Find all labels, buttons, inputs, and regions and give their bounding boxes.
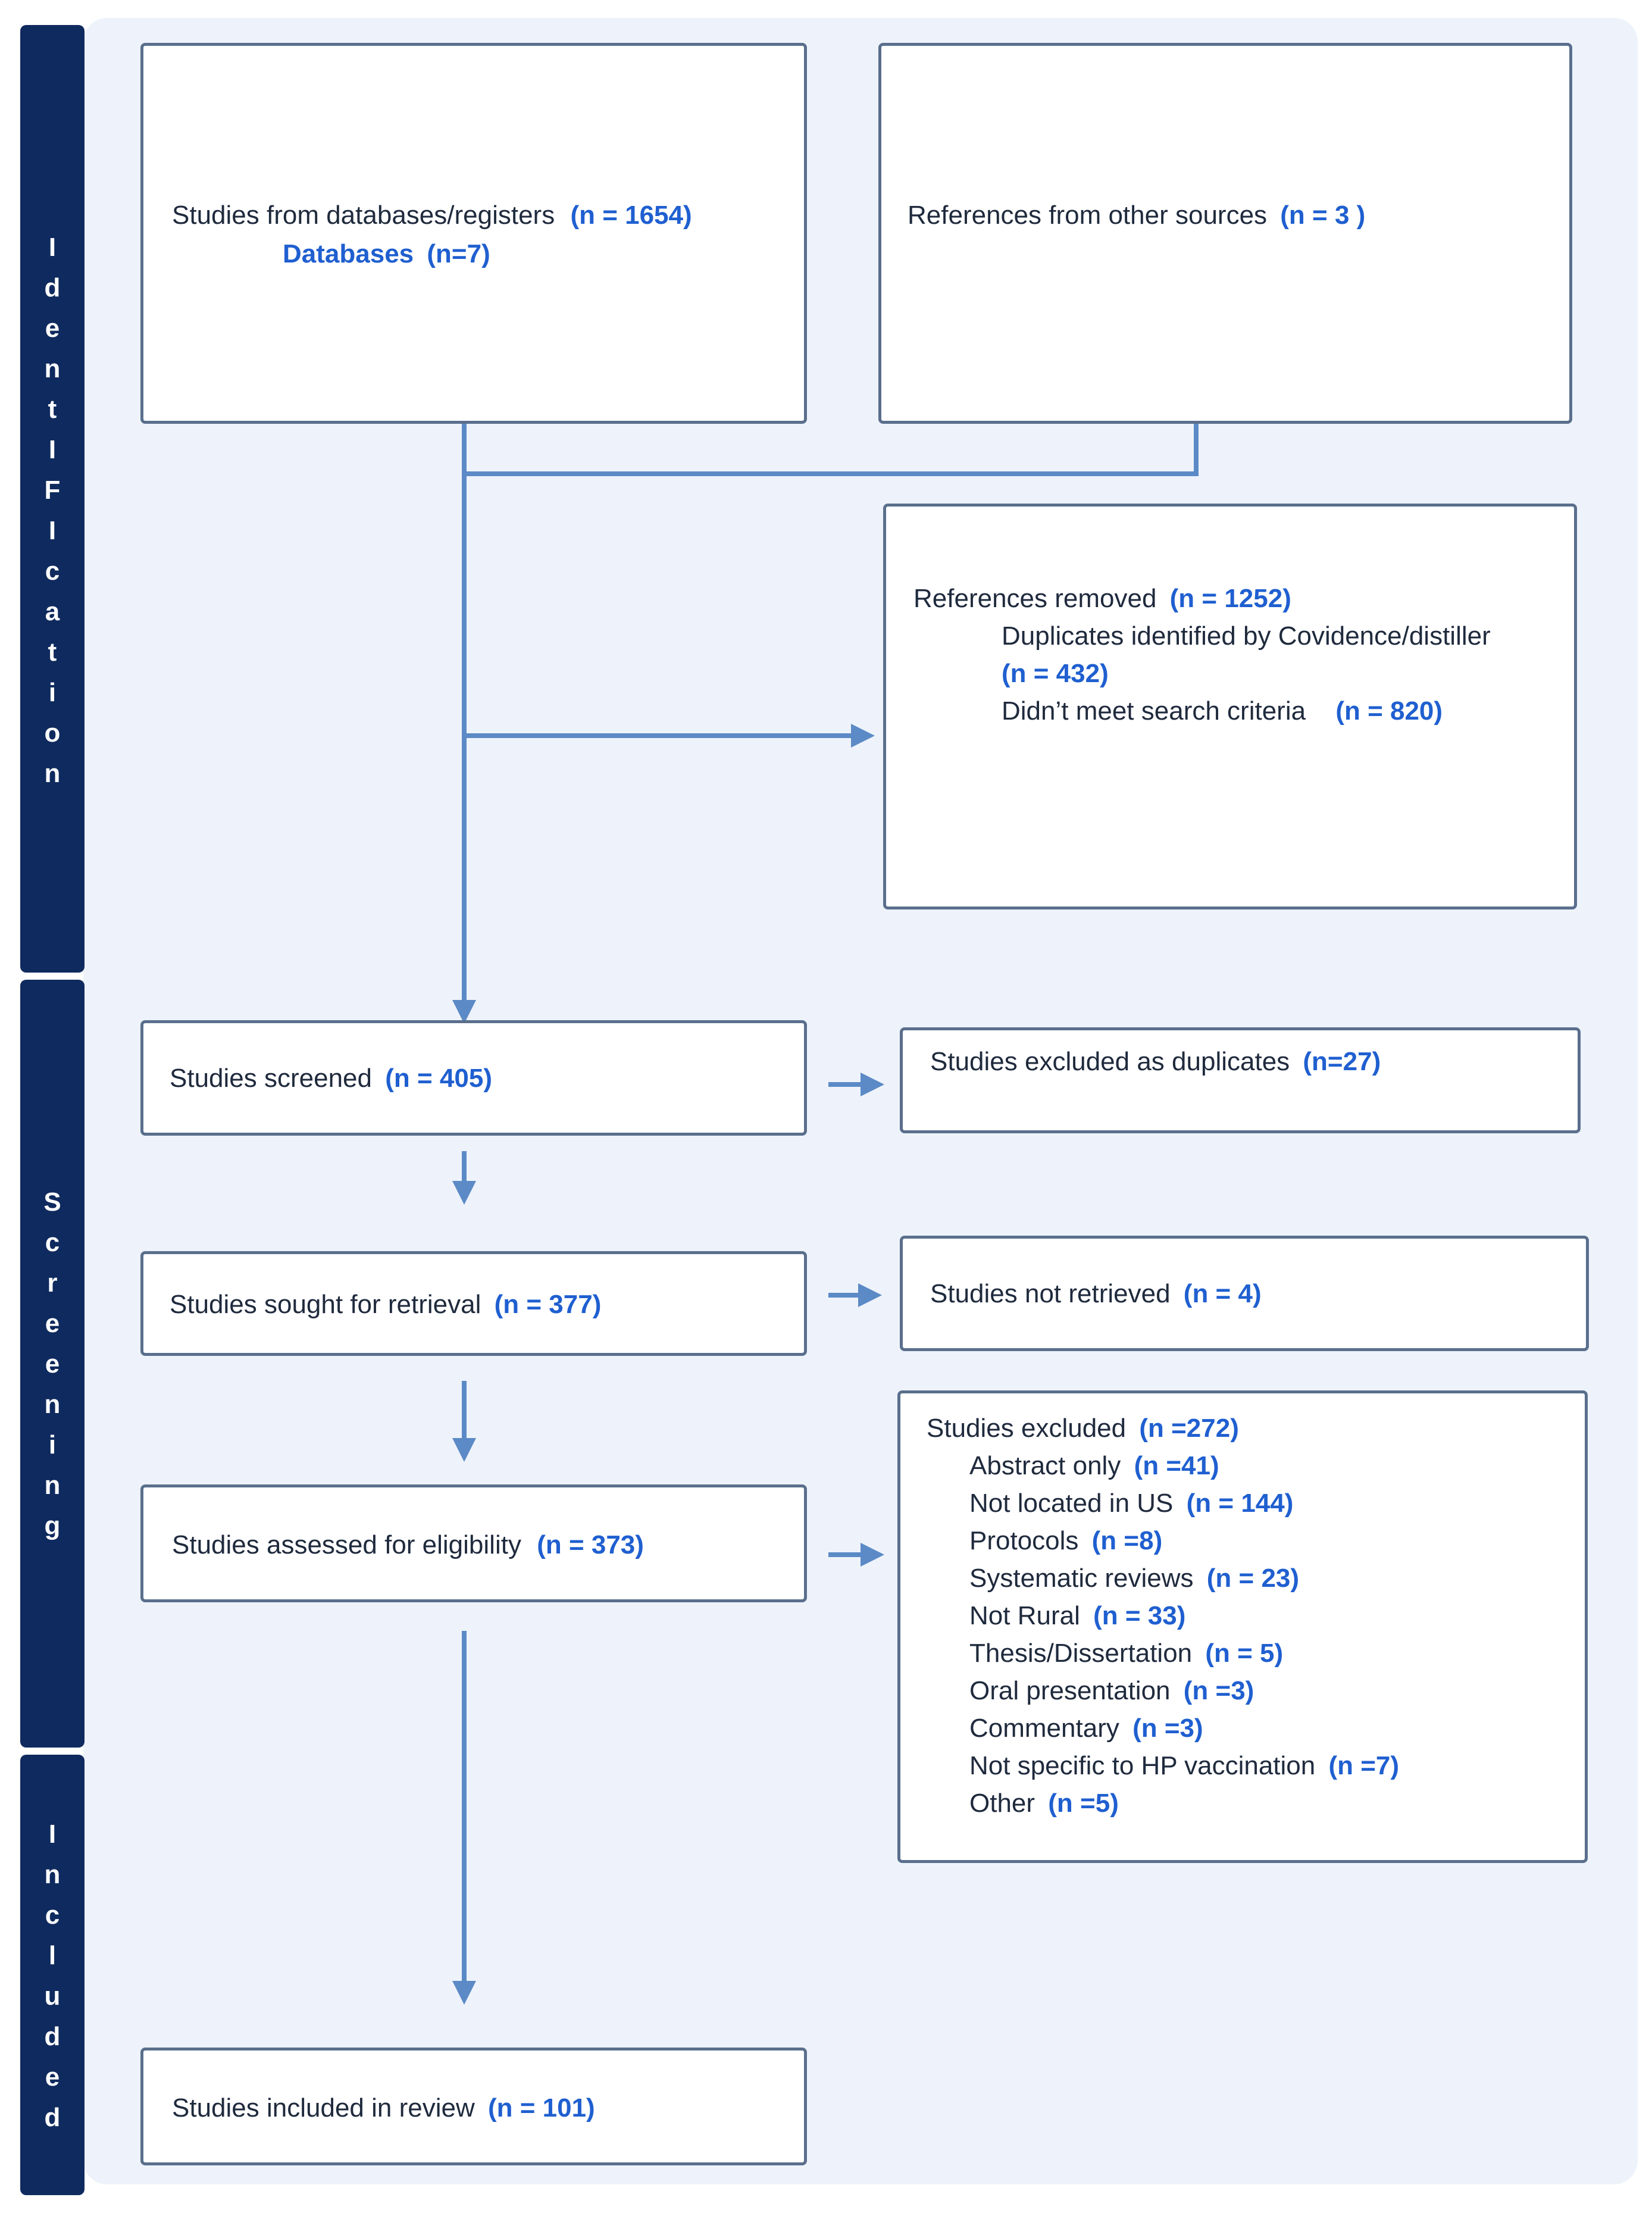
phase-letter: g — [44, 1511, 61, 1540]
phase-letter: c — [45, 1901, 60, 1930]
databases-box: Studies from databases/registers (n = 16… — [140, 43, 807, 424]
not-retrieved-label: Studies not retrieved — [930, 1279, 1171, 1308]
retrieval-box: Studies sought for retrieval (n = 377) — [140, 1251, 807, 1356]
phase-letter: n — [44, 354, 61, 383]
eligibility-box: Studies assessed for eligibility (n = 37… — [140, 1484, 807, 1602]
phase-letter: o — [44, 718, 61, 748]
phase-letter: I — [48, 1820, 57, 1849]
eligibility-label: Studies assessed for eligibility — [172, 1530, 521, 1559]
phase-letter: I — [48, 516, 57, 545]
phase-letter: F — [44, 476, 61, 505]
phase-letter: i — [48, 678, 57, 707]
exclusion-reason: Not Rural (n = 33) — [969, 1601, 1186, 1630]
exclusion-reason: Abstract only (n =41) — [969, 1451, 1219, 1480]
phase-letter: u — [44, 1981, 61, 2011]
phase-letter: d — [44, 2103, 61, 2132]
retrieval-count: (n = 377) — [494, 1290, 602, 1319]
phase-letter: I — [48, 233, 57, 262]
phase-letter: c — [45, 557, 60, 586]
removed-criteria-count: (n = 820) — [1335, 696, 1443, 726]
connector-other-sources-merge — [464, 424, 1199, 476]
references-removed-box: References removed (n = 1252) Duplicates… — [883, 504, 1577, 909]
phase-letters-included: I n c l u d e d — [45, 1814, 61, 2138]
phase-bar-included: I n c l u d e d — [20, 1755, 85, 2195]
phase-letters-identification: I d e n t I F I c a t i o n — [45, 227, 61, 794]
phase-letter: l — [48, 1941, 57, 1970]
phase-letter: t — [48, 637, 57, 667]
other-sources-count: (n = 3 ) — [1280, 201, 1366, 230]
phase-letter: n — [44, 1390, 61, 1419]
excluded-label: Studies excluded — [927, 1414, 1127, 1443]
removed-duplicates-count: (n = 432) — [1002, 659, 1109, 688]
databases-sub-count: (n=7) — [427, 239, 490, 268]
included-count: (n = 101) — [487, 2093, 595, 2123]
phase-letter: d — [44, 273, 61, 302]
eligibility-count: (n = 373) — [537, 1530, 644, 1559]
screened-count: (n = 405) — [385, 1064, 492, 1093]
phase-letter: e — [45, 314, 60, 343]
phase-letter: n — [44, 1471, 61, 1500]
exclusion-reason: Not located in US (n = 144) — [969, 1489, 1294, 1518]
screened-box: Studies screened (n = 405) — [140, 1020, 807, 1136]
phase-letter: d — [44, 2022, 61, 2051]
included-label: Studies included in review — [172, 2093, 475, 2123]
removed-criteria-label: Didn’t meet search criteria — [1002, 696, 1306, 726]
exclusion-reason: Commentary (n =3) — [969, 1714, 1203, 1743]
retrieval-label: Studies sought for retrieval — [170, 1290, 481, 1319]
excluded-duplicates-box: Studies excluded as duplicates (n=27) — [900, 1027, 1581, 1133]
studies-excluded-box: Studies excluded (n =272) Abstract only … — [897, 1390, 1588, 1863]
not-retrieved-box: Studies not retrieved (n = 4) — [900, 1236, 1589, 1351]
phase-bar-identification: I d e n t I F I c a t i o n — [20, 25, 85, 973]
excluded-count: (n =272) — [1139, 1414, 1239, 1443]
exclusion-reason: Oral presentation (n =3) — [969, 1676, 1254, 1705]
exclusion-reason: Other (n =5) — [969, 1789, 1119, 1818]
databases-label: Studies from databases/registers — [172, 201, 555, 230]
screened-label: Studies screened — [170, 1064, 372, 1093]
phase-bar-screening: S c r e e n i n g — [20, 980, 85, 1748]
exclusion-reason: Systematic reviews (n = 23) — [969, 1564, 1300, 1593]
other-sources-box: References from other sources (n = 3 ) — [878, 43, 1572, 424]
other-sources-label: References from other sources — [908, 201, 1268, 230]
phase-letters-screening: S c r e e n i n g — [43, 1182, 61, 1546]
phase-letter: t — [48, 395, 57, 424]
databases-count: (n = 1654) — [570, 201, 692, 230]
removed-count: (n = 1252) — [1169, 584, 1291, 613]
phase-letter: c — [45, 1228, 60, 1257]
excluded-duplicates-count: (n=27) — [1303, 1047, 1381, 1076]
removed-duplicates-label: Duplicates identified by Covidence/disti… — [1002, 621, 1491, 651]
phase-letter: e — [45, 1309, 60, 1338]
removed-label: References removed — [913, 584, 1157, 613]
phase-letter: r — [47, 1268, 58, 1298]
phase-letter: i — [48, 1430, 57, 1459]
phase-letter: I — [48, 435, 57, 464]
phase-letter: n — [44, 759, 61, 788]
exclusion-reason: Not specific to HP vaccination (n =7) — [969, 1751, 1400, 1780]
exclusion-reason: Protocols (n =8) — [969, 1526, 1163, 1555]
included-box: Studies included in review (n = 101) — [140, 2048, 807, 2165]
phase-letter: S — [43, 1187, 61, 1217]
excluded-duplicates-label: Studies excluded as duplicates — [930, 1047, 1290, 1076]
phase-letter: a — [45, 597, 60, 626]
databases-sub-label: Databases — [283, 239, 414, 268]
phase-letter: e — [45, 1349, 60, 1379]
phase-letter: n — [44, 1860, 61, 1889]
not-retrieved-count: (n = 4) — [1183, 1279, 1262, 1308]
phase-letter: e — [45, 2062, 60, 2092]
exclusion-reason: Thesis/Dissertation (n = 5) — [969, 1639, 1284, 1668]
